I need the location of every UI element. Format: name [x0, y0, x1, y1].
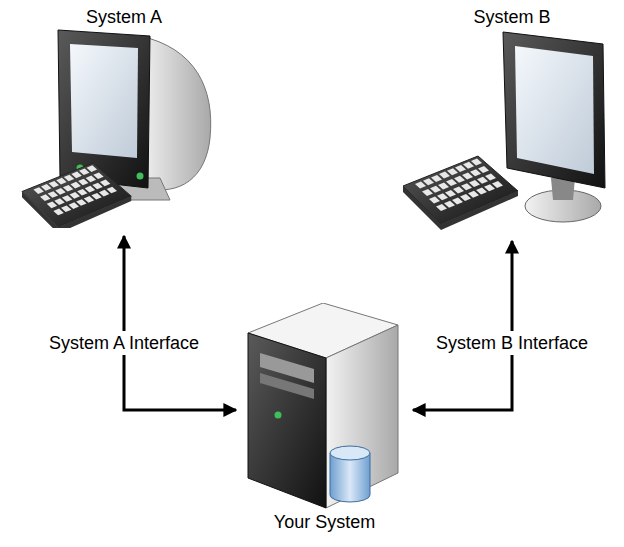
computer-node: System A — [20, 6, 228, 228]
interface-label: System A Interface — [46, 331, 202, 355]
node-label: System B — [390, 6, 624, 28]
lcd-icon — [390, 28, 624, 233]
interface-arrow — [124, 236, 236, 410]
node-label: System A — [20, 6, 228, 28]
interface-label: System B Interface — [433, 331, 591, 355]
interface-arrow — [413, 241, 512, 410]
server-node: Your System — [238, 303, 411, 533]
node-label: Your System — [238, 511, 411, 533]
computer-node: System B — [390, 6, 624, 233]
crt-icon — [20, 28, 220, 228]
server-icon — [238, 303, 403, 511]
